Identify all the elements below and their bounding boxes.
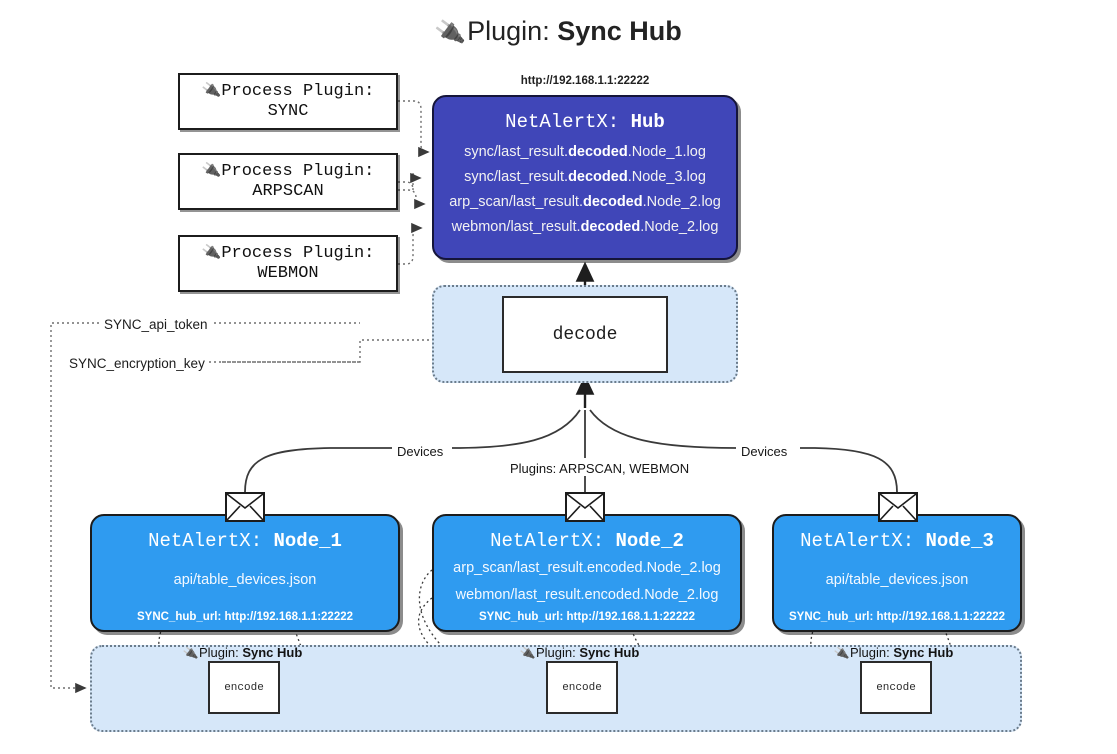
node-hub-url: SYNC_hub_url: http://192.168.1.1:22222 [478, 611, 696, 623]
process-plugin-label: Process Plugin: [221, 81, 375, 101]
log-pre: arp_scan/last_result. [449, 194, 583, 210]
plug-icon: 🔌 [200, 243, 222, 264]
node-title-prefix: NetAlertX: [148, 530, 274, 552]
hub-node[interactable]: NetAlertX: Hub sync/last_result.decoded.… [432, 95, 738, 260]
plug-icon: 🔌 [200, 81, 222, 102]
plug-icon: 🔌 [182, 645, 199, 661]
node-title: NetAlertX: Node_2 [434, 530, 740, 552]
log-pre: sync/last_result. [464, 169, 569, 185]
process-plugin-sync[interactable]: 🔌Process Plugin: SYNC [178, 73, 398, 130]
hub-url-label: http://192.168.1.1:22222 [520, 75, 650, 87]
node-resource-line: arp_scan/last_result.encoded.Node_2.log [453, 560, 721, 576]
page-title: 🔌Plugin: Sync Hub [0, 16, 1117, 48]
plugin-label-prefix: Plugin: [535, 645, 580, 660]
process-plugin-label: Process Plugin: [221, 161, 375, 181]
node-box-node-3[interactable]: NetAlertX: Node_3 api/table_devices.json… [772, 514, 1022, 632]
log-pre: sync/last_result. [464, 144, 569, 160]
log-strong: decoded [580, 219, 641, 235]
node-hub-url: SYNC_hub_url: http://192.168.1.1:22222 [788, 611, 1006, 623]
log-strong: decoded [582, 194, 643, 210]
process-plugin-arpscan[interactable]: 🔌Process Plugin: ARPSCAN [178, 153, 398, 210]
plugin-label-node-1: 🔌Plugin: Sync Hub [182, 645, 303, 661]
process-plugin-name: ARPSCAN [252, 181, 324, 201]
hub-title-prefix: NetAlertX: [505, 111, 631, 133]
plug-icon: 🔌 [833, 645, 850, 661]
plug-icon: 🔌 [200, 161, 222, 182]
log-post: .Node_3.log [627, 169, 706, 185]
plugin-label-prefix: Plugin: [849, 645, 894, 660]
hub-log-line: arp_scan/last_result.decoded.Node_2.log [434, 190, 736, 215]
edge-label-devices-right: Devices [737, 444, 792, 459]
encode-box-node-2[interactable]: encode [546, 661, 618, 714]
envelope-icon [225, 492, 265, 522]
plug-icon: 🔌 [519, 645, 536, 661]
hub-title-name: Hub [630, 111, 665, 133]
node-resource-lines: arp_scan/last_result.encoded.Node_2.log … [434, 555, 740, 609]
log-post: .Node_2.log [640, 219, 719, 235]
page-title-prefix: Plugin: [467, 16, 558, 46]
edge-label-devices-left: Devices [393, 444, 448, 459]
envelope-icon [565, 492, 605, 522]
node-resource-line: api/table_devices.json [825, 572, 969, 588]
process-plugin-name: SYNC [267, 101, 309, 121]
sync-api-token-label: SYNC_api_token [101, 317, 211, 332]
plugin-label-node-2: 🔌Plugin: Sync Hub [519, 645, 640, 661]
plug-icon: 🔌 [433, 17, 467, 48]
process-plugin-name: WEBMON [257, 263, 319, 283]
log-post: .Node_2.log [642, 194, 721, 210]
node-box-node-1[interactable]: NetAlertX: Node_1 api/table_devices.json… [90, 514, 400, 632]
node-title: NetAlertX: Node_3 [774, 530, 1020, 552]
node-hub-url: SYNC_hub_url: http://192.168.1.1:22222 [136, 611, 354, 623]
plugin-label-node-3: 🔌Plugin: Sync Hub [833, 645, 954, 661]
process-plugin-webmon[interactable]: 🔌Process Plugin: WEBMON [178, 235, 398, 292]
hub-log-line: webmon/last_result.decoded.Node_2.log [434, 215, 736, 240]
node-box-node-2[interactable]: NetAlertX: Node_2 arp_scan/last_result.e… [432, 514, 742, 632]
hub-log-line: sync/last_result.decoded.Node_3.log [434, 165, 736, 190]
log-pre: webmon/last_result. [451, 219, 581, 235]
plugin-label-name: Sync Hub [893, 645, 954, 660]
plugin-label-prefix: Plugin: [198, 645, 243, 660]
node-title-prefix: NetAlertX: [490, 530, 616, 552]
node-resource-line: webmon/last_result.encoded.Node_2.log [455, 587, 719, 603]
plugin-label-name: Sync Hub [242, 645, 303, 660]
process-plugin-label: Process Plugin: [221, 243, 375, 263]
log-post: .Node_1.log [627, 144, 706, 160]
sync-encryption-key-label: SYNC_encryption_key [66, 356, 208, 371]
page-title-name: Sync Hub [557, 16, 682, 46]
plugin-label-name: Sync Hub [579, 645, 640, 660]
node-title-name: Node_1 [273, 530, 342, 552]
node-title-name: Node_2 [615, 530, 684, 552]
encode-box-node-1[interactable]: encode [208, 661, 280, 714]
decode-box[interactable]: decode [502, 296, 668, 373]
node-resource-line: api/table_devices.json [173, 572, 317, 588]
envelope-icon [878, 492, 918, 522]
hub-title: NetAlertX: Hub [434, 111, 736, 133]
node-title: NetAlertX: Node_1 [92, 530, 398, 552]
node-title-prefix: NetAlertX: [800, 530, 926, 552]
hub-log-line: sync/last_result.decoded.Node_1.log [434, 140, 736, 165]
log-strong: decoded [568, 144, 628, 160]
edge-label-plugins: Plugins: ARPSCAN, WEBMON [506, 461, 694, 476]
log-strong: decoded [568, 169, 628, 185]
encode-box-node-3[interactable]: encode [860, 661, 932, 714]
node-title-name: Node_3 [925, 530, 994, 552]
